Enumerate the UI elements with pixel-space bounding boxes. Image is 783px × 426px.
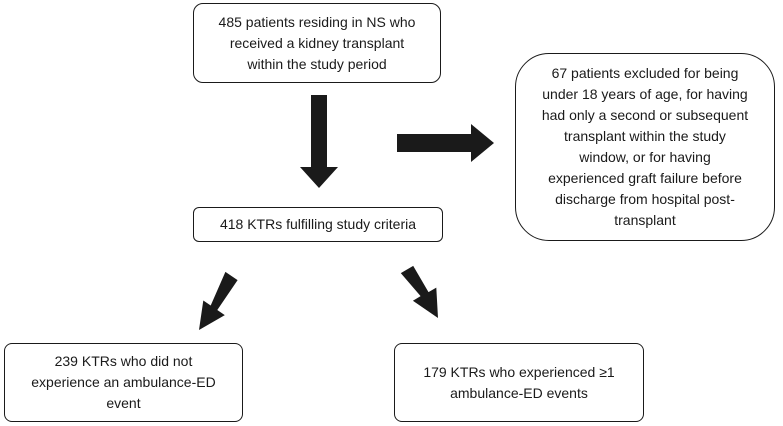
- box-line: 418 KTRs fulfilling study criteria: [219, 216, 417, 232]
- box-line: transplant within the study: [564, 128, 726, 144]
- event-group-box: 179 KTRs who experienced ≥1 ambulance-ED…: [394, 343, 644, 422]
- box-line: under 18 years of age, for having: [542, 86, 748, 102]
- box-line: 67 patients excluded for being: [551, 65, 739, 81]
- box-line: transplant: [614, 212, 676, 228]
- arrow-down-right-icon: [400, 265, 438, 318]
- excluded-patients-box: 67 patients excluded for being under 18 …: [515, 53, 775, 241]
- box-line: had only a second or subsequent: [541, 107, 749, 123]
- arrow-down-left-icon: [199, 271, 238, 330]
- no-event-group-box: 239 KTRs who did not experience an ambul…: [4, 343, 243, 422]
- box-line: 485 patients residing in NS who: [218, 13, 416, 30]
- arrow-right-icon: [397, 124, 494, 162]
- box-line: 239 KTRs who did not: [54, 353, 193, 369]
- box-line: 179 KTRs who experienced ≥1: [423, 363, 615, 380]
- box-line: received a kidney transplant: [229, 34, 405, 51]
- box-line: window, or for having: [579, 149, 711, 165]
- box-line: discharge from hospital post-: [555, 191, 735, 207]
- box-line: event: [106, 395, 141, 411]
- box-line: within the study period: [247, 55, 387, 72]
- study-cohort-box: 418 KTRs fulfilling study criteria: [193, 207, 443, 242]
- arrow-down-icon: [300, 95, 338, 188]
- box-line: experienced graft failure before: [548, 170, 742, 186]
- box-line: ambulance-ED events: [450, 384, 588, 401]
- box-line: experience an ambulance-ED: [31, 374, 216, 390]
- enrolled-patients-box: 485 patients residing in NS who received…: [193, 3, 441, 83]
